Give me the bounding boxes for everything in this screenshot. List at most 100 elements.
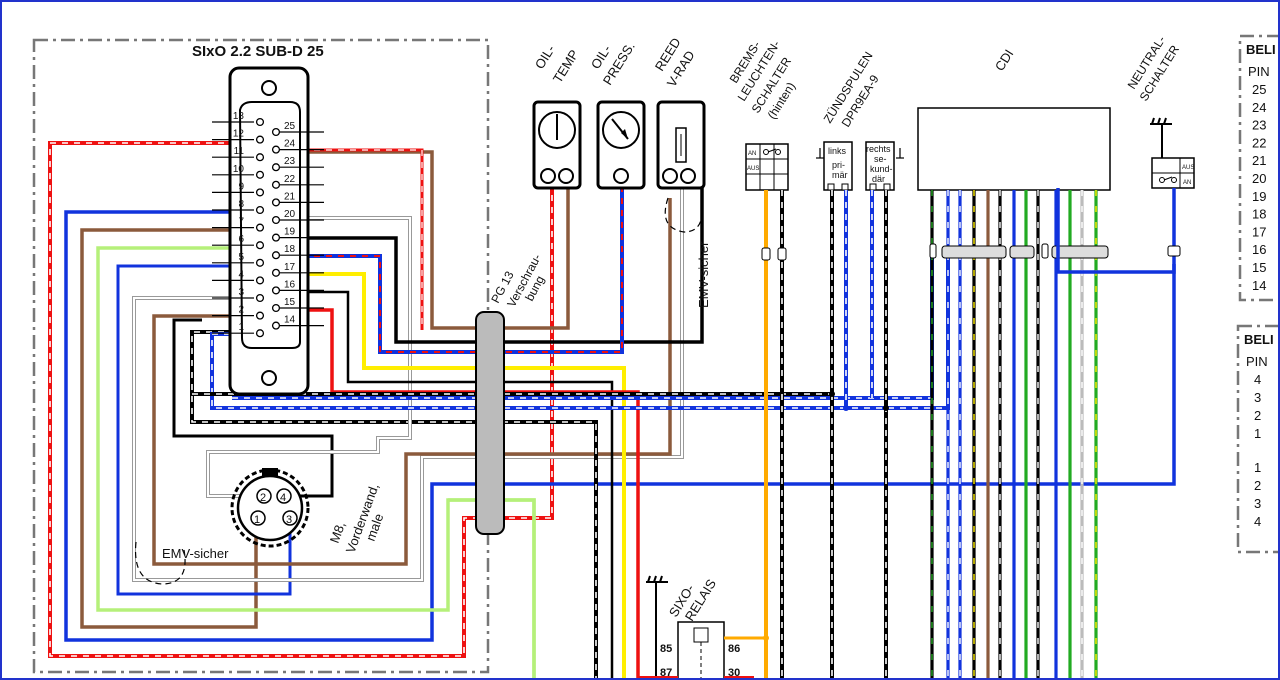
brems-an: AN [748,151,756,157]
wire-blue-pin8 [64,210,1176,642]
subd-pin-23: 23 [271,156,324,172]
wire-red-dashed-outer [48,141,554,658]
zuend-rechts-1: rechts [866,144,891,154]
wire-lightgreen-pin6 [96,246,536,678]
zuend-rechts-3: kund- [870,164,893,174]
emv-label-box: EMV-sicher [162,546,229,561]
relais-86: 86 [728,643,740,655]
m8-label-1: M8, [327,520,349,545]
table1-row: 23 [1252,118,1266,133]
subd-pin-13: 13 [212,111,265,127]
svg-text:12: 12 [233,129,245,140]
subd-pin-12: 12 [212,129,265,144]
svg-text:18: 18 [284,244,296,255]
wire-red-dashed-pin24 [302,148,424,330]
wire-black-pin16 [302,290,614,678]
table2-row: 3 [1254,496,1261,511]
table1-row: 20 [1252,171,1266,186]
m8-connector [230,468,310,548]
brems-aus: AUS [747,166,759,172]
cdi-wires [930,190,1098,678]
zuend-links-2: pri- [832,160,845,170]
wire-black-pin1 [172,318,334,498]
svg-text:6: 6 [238,234,244,245]
wire-blue-red-pin18 [302,188,624,354]
svg-text:14: 14 [284,315,296,326]
wire-blue-neutral [1056,188,1176,274]
table1-frame [1238,34,1278,302]
svg-text:1: 1 [254,514,260,526]
svg-text:10: 10 [233,164,245,175]
table1-row: 21 [1252,153,1266,168]
cdi-label: CDI [992,47,1017,74]
emv-label-reed: EMV-sicher [696,241,711,308]
subd-pin-9: 9 [212,181,265,197]
wire-brown-pin7 [80,228,258,629]
subd-pin-2: 2 [212,305,265,320]
table1-row: 19 [1252,189,1266,204]
svg-text:3: 3 [238,287,244,298]
emv-arc-2 [664,197,703,233]
svg-text:7: 7 [238,217,244,228]
table1-row: 16 [1252,242,1266,257]
subd-pin-16: 16 [271,279,324,295]
table1-header: BELI [1246,42,1276,57]
neutral-switch [1151,157,1195,189]
table2-pin: PIN [1246,354,1268,369]
sixo-title: SIxO 2.2 SUB-D 25 [192,43,324,60]
table2-row: 1 [1254,460,1261,475]
subd-pin-22: 22 [271,174,324,189]
svg-text:11: 11 [234,146,245,157]
table2-row: 2 [1254,478,1261,493]
subd-pin-14: 14 [271,315,324,330]
table1-row: 14 [1252,278,1266,293]
subd-pin-4: 4 [212,269,265,285]
relais-30: 30 [728,667,740,678]
table1-row: 17 [1252,224,1266,239]
svg-text:1: 1 [238,322,244,333]
cdi-box [917,107,1111,191]
svg-text:4: 4 [280,492,286,504]
table2-header: BELI [1244,332,1274,347]
wire-brown-pin24 [302,150,570,330]
relais-87: 87 [660,667,672,678]
wire-red-pin15 [302,308,640,678]
wire-brown-pin2 [152,198,672,566]
table1-row: 22 [1252,135,1266,150]
subd-pin-18: 18 [271,244,324,260]
svg-text:2: 2 [238,305,244,316]
subd-left-pins: 13 12 11 10 9 8 7 6 5 4 3 2 1 [212,111,265,338]
svg-text:15: 15 [284,297,296,308]
svg-text:21: 21 [284,191,296,202]
subd-pin-10: 10 [212,164,265,179]
m8-pin-1: 1 [250,510,266,526]
wire-yellow-pin17 [302,272,626,678]
neutral-an: AN [1183,180,1191,186]
svg-text:5: 5 [238,252,244,263]
subd-pin-17: 17 [271,262,324,277]
svg-text:4: 4 [238,269,244,280]
subd-pin-21: 21 [271,191,324,207]
m8-pin-4: 4 [276,488,292,504]
table1-row: 24 [1252,100,1266,115]
zuend-rechts-2: se- [874,154,887,164]
oil-press-sensor [596,100,646,190]
table2-row: 4 [1254,372,1261,387]
subd-pin-8: 8 [212,199,265,215]
svg-text:3: 3 [286,514,292,526]
table1-pin: PIN [1248,64,1270,79]
svg-text:13: 13 [233,111,245,122]
reed-sensor [656,100,706,190]
table1-row: 25 [1252,82,1266,97]
wire-black-pin19 [302,188,704,344]
zuend-rechts-4: där [872,174,885,184]
oil-temp-label-1: OIL- [532,42,558,71]
subd-pin-20: 20 [271,209,324,225]
table2-row: 1 [1254,426,1261,441]
subd-pin-7: 7 [212,217,265,232]
pg13-gland [475,311,505,535]
